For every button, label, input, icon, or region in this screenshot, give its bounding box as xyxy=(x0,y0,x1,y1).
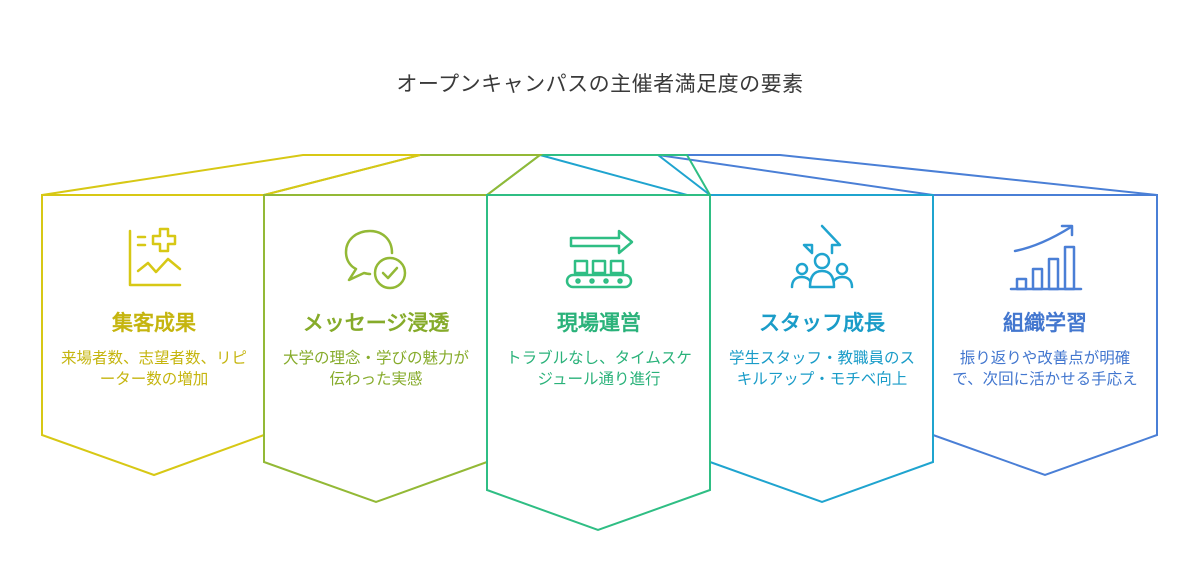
panel-description: 大学の理念・学びの魅力が伝わった実感 xyxy=(282,349,469,388)
panel-1-top xyxy=(41,154,421,196)
panel-heading: 集客成果 xyxy=(112,311,196,335)
team-growth-icon xyxy=(790,224,854,289)
panel-description: 振り返りや改善点が明確で、次回に活かせる手応え xyxy=(952,349,1138,388)
panel-heading: スタッフ成長 xyxy=(759,311,885,335)
panel-4: スタッフ成長 学生スタッフ・教職員のスキルアップ・モチベ向上 xyxy=(710,195,934,502)
panel-2-body xyxy=(263,194,488,504)
panel-heading: メッセージ浸透 xyxy=(302,311,450,335)
panel-1-body xyxy=(41,194,265,477)
panel-description: 来場者数、志望者数、リピーター数の増加 xyxy=(60,349,247,388)
panel-description: 学生スタッフ・教職員のスキルアップ・モチベ向上 xyxy=(728,349,915,388)
panel-3-top xyxy=(484,154,712,196)
panel-3-body xyxy=(486,194,711,532)
panel-heading: 組織学習 xyxy=(1003,311,1087,335)
page-title: オープンキャンパスの主催者満足度の要素 xyxy=(396,72,804,96)
panel-2-top xyxy=(263,154,543,196)
panel-4-top xyxy=(539,154,713,196)
conveyor-arrow-icon xyxy=(565,229,634,289)
panel-3: 現場運営 トラブルなし、タイムスケジュール通り進行 xyxy=(487,195,711,530)
bar-chart-growth-icon xyxy=(1009,224,1083,291)
panel-5-top xyxy=(657,154,1158,196)
panel-5: 組織学習 振り返りや改善点が明確で、次回に活かせる手応え xyxy=(933,195,1157,475)
panel-2: メッセージ浸透 大学の理念・学びの魅力が伝わった実感 xyxy=(264,195,488,502)
panel-description: トラブルなし、タイムスケジュール通り進行 xyxy=(506,349,692,388)
panel-1: 集客成果 来場者数、志望者数、リピーター数の増加 xyxy=(42,195,266,475)
speech-check-icon xyxy=(344,229,407,290)
chart-plus-icon xyxy=(128,227,182,287)
panel-heading: 現場運営 xyxy=(557,311,641,335)
